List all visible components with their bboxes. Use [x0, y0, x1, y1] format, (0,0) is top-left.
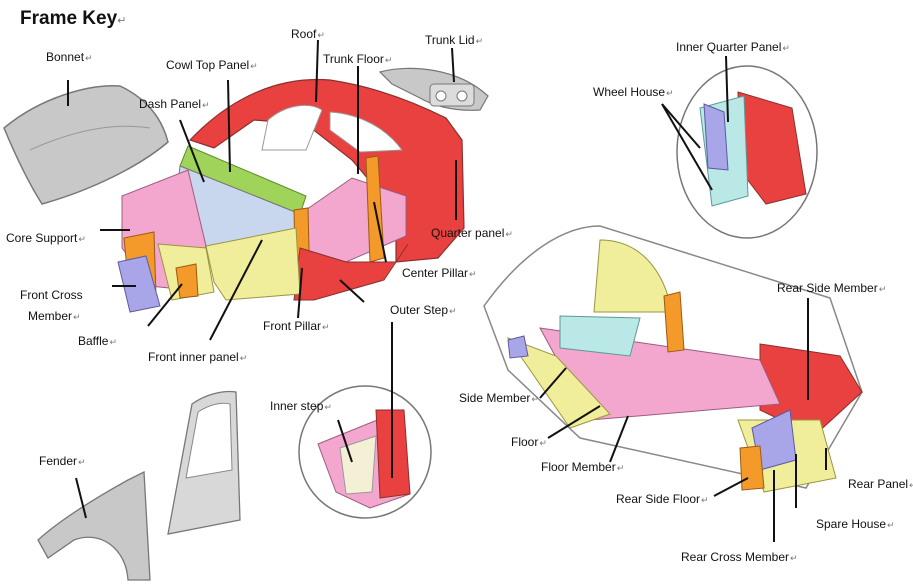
label-floor-member: Floor Member↵ — [541, 460, 625, 474]
label-inner-step: Inner step↵ — [270, 399, 332, 413]
label-cowl-top-panel: Cowl Top Panel↵ — [166, 58, 258, 72]
leader-lines — [67, 39, 827, 542]
label-rear-cross-member: Rear Cross Member↵ — [681, 550, 798, 564]
label-roof: Roof↵ — [291, 27, 325, 41]
label-wheel-house: Wheel House↵ — [593, 85, 674, 99]
bonnet-part — [3, 85, 169, 205]
label-spare-house: Spare House↵ — [816, 517, 895, 531]
underbody-assembly — [483, 225, 863, 493]
label-trunk-lid: Trunk Lid↵ — [425, 33, 484, 47]
label-outer-step: Outer Step↵ — [390, 303, 457, 317]
fender-part — [37, 470, 151, 581]
label-baffle: Baffle↵ — [78, 334, 118, 348]
label-floor: Floor↵ — [511, 435, 547, 449]
label-fender: Fender↵ — [39, 454, 86, 468]
trunk-lid-part — [378, 67, 489, 111]
inner-step-detail — [298, 385, 432, 519]
label-dash-panel: Dash Panel↵ — [139, 97, 210, 111]
label-rear-side-member: Rear Side Member↵ — [777, 281, 887, 295]
door-part — [167, 390, 241, 535]
label-rear-panel: Rear Panel↵ — [848, 477, 913, 491]
label-side-member: Side Member↵ — [459, 391, 539, 405]
label-bonnet: Bonnet↵ — [46, 50, 93, 64]
label-rear-side-floor: Rear Side Floor↵ — [616, 492, 709, 506]
label-front-cross-member-line1: Front Cross — [20, 288, 83, 302]
label-inner-quarter-panel: Inner Quarter Panel↵ — [676, 40, 790, 54]
label-core-support: Core Support↵ — [6, 231, 86, 245]
label-trunk-floor: Trunk Floor↵ — [323, 52, 393, 66]
label-quarter-panel: Quarter panel↵ — [431, 226, 513, 240]
main-body-assembly — [117, 78, 465, 313]
wheel-house-detail — [676, 65, 818, 239]
label-front-inner-panel: Front inner panel↵ — [148, 350, 248, 364]
label-front-cross-member-line2: Member↵ — [28, 309, 81, 323]
label-front-pillar: Front Pillar↵ — [263, 319, 330, 333]
label-center-pillar: Center Pillar↵ — [402, 266, 477, 280]
page-title: Frame Key↵ — [20, 8, 127, 29]
